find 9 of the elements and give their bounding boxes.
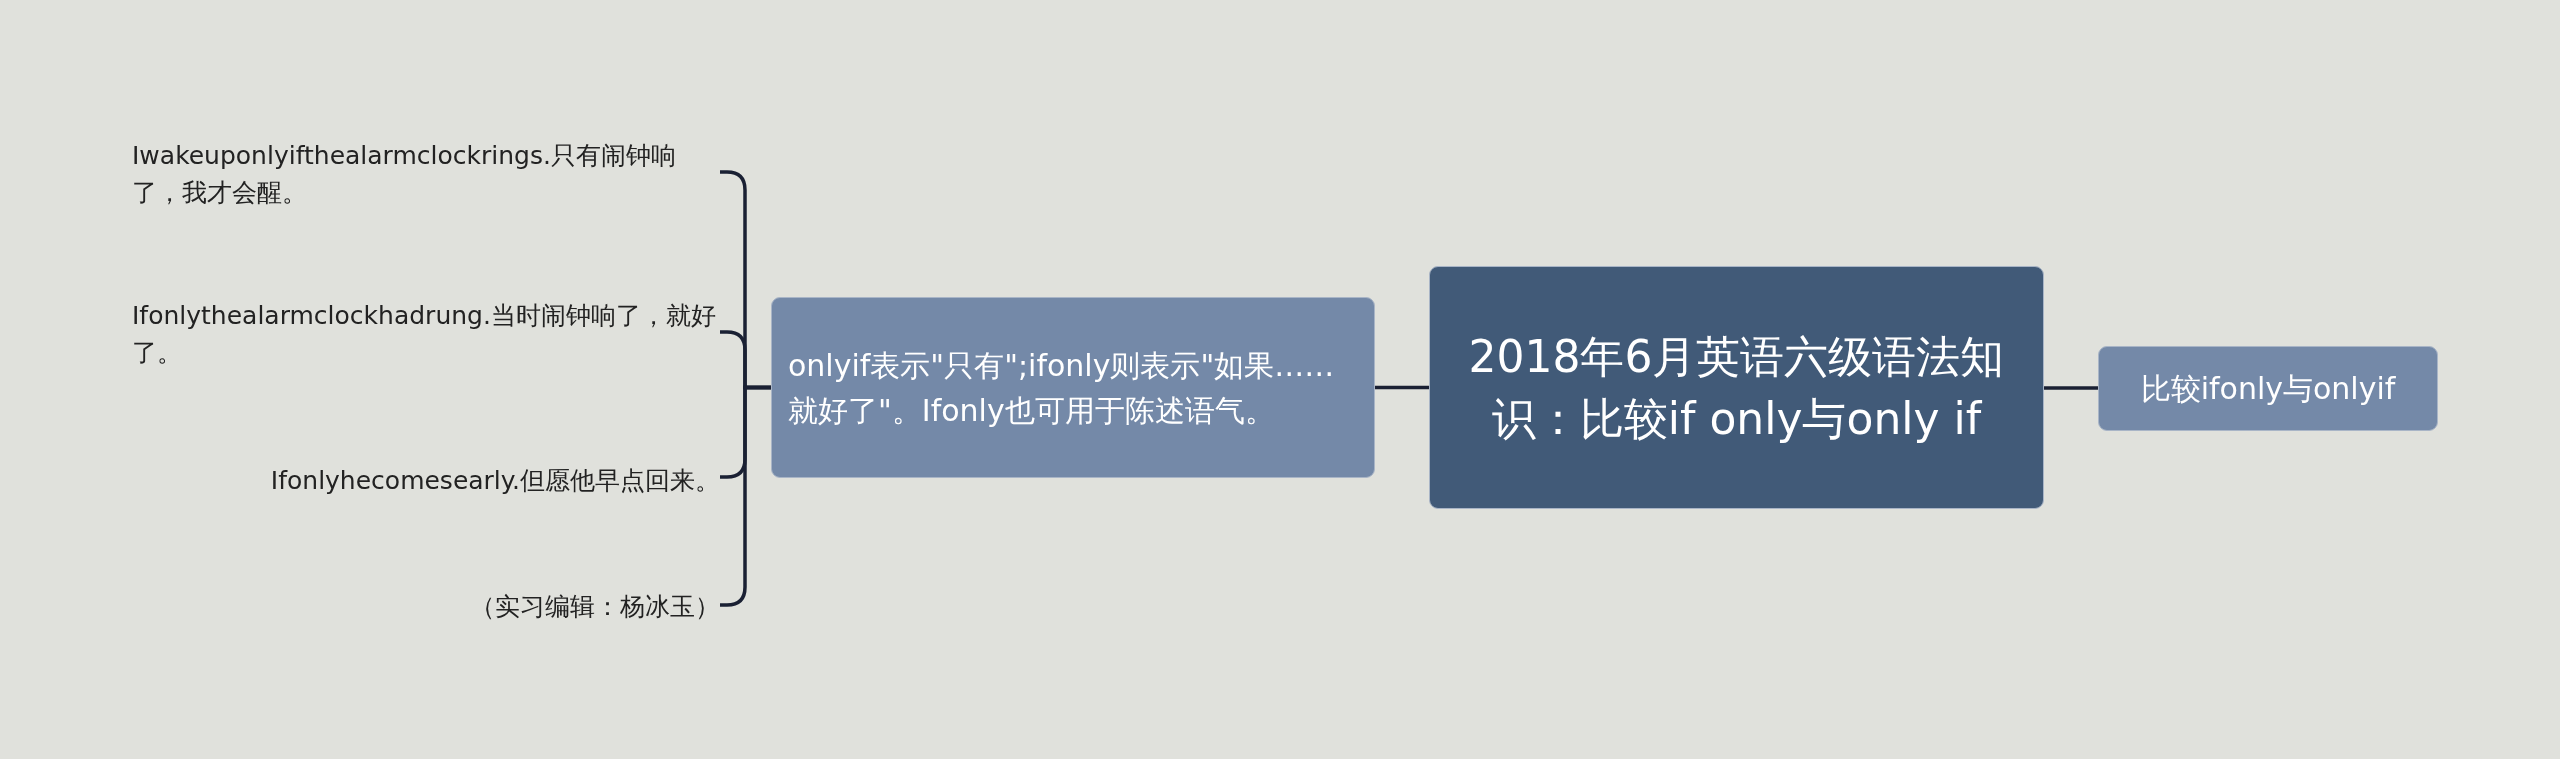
branch-box: 比较ifonly与onlyif [2098,346,2438,431]
topic-box: 2018年6月英语六级语法知识：比较if only与only if [1429,266,2044,509]
leaf-text: Ifonlythealarmclockhadrung.当时闹钟响了，就好了。 [132,294,720,374]
leaf-text: Iwakeuponlyifthealarmclockrings.只有闹钟响了，我才会醒。 [132,134,720,214]
leaf-text: Ifonlyhecomesearly.但愿他早点回来。 [132,460,720,500]
leaf-text: （实习编辑：杨冰玉） [132,586,720,626]
connector-line [2044,386,2098,390]
branch-box: onlyif表示"只有";ifonly则表示"如果……就好了"。Ifonly也可用于陈述语气。 [771,297,1375,478]
connector-line [1375,385,1429,390]
